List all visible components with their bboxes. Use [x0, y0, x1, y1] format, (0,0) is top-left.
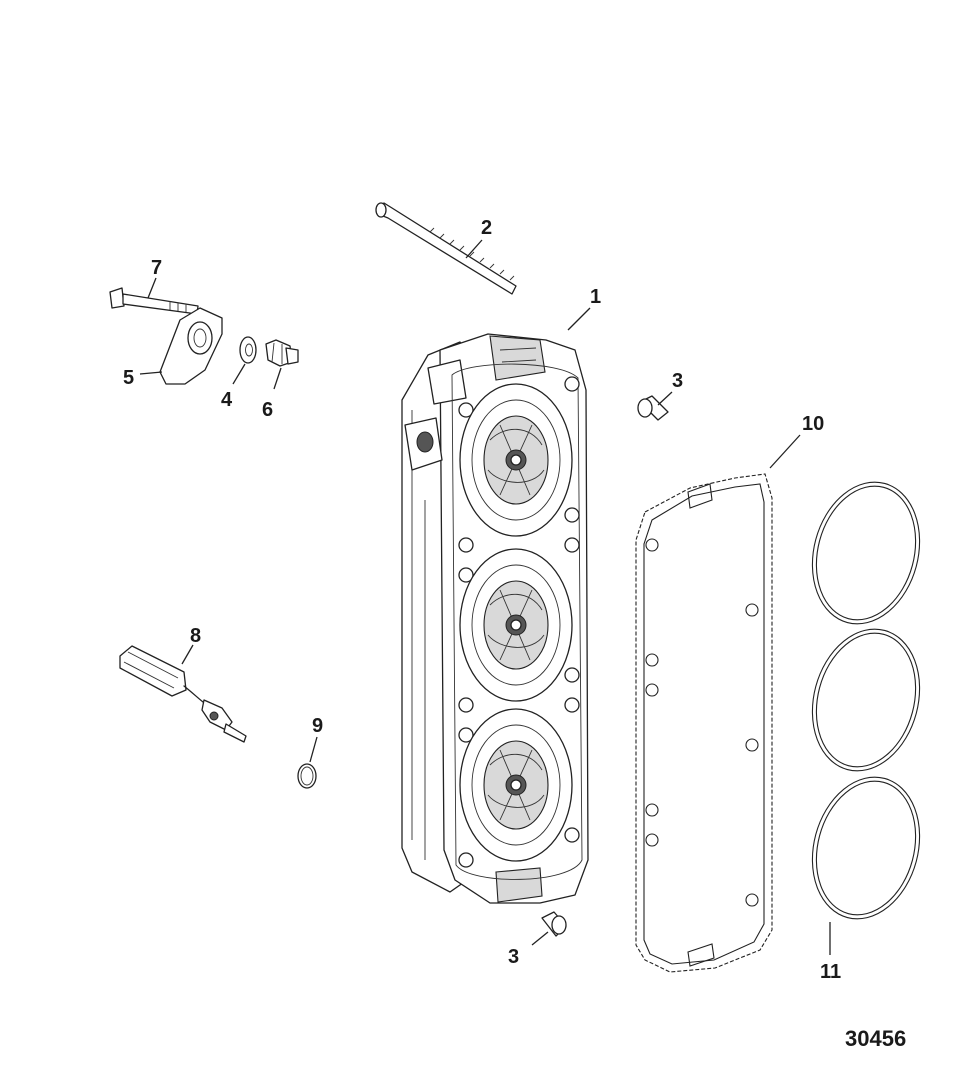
callout-3-upper: 3: [672, 370, 683, 392]
callout-5: 5: [123, 367, 134, 389]
part-5-bracket: [159, 307, 223, 385]
part-11-o-rings: [811, 481, 921, 920]
figure-number: 30456: [845, 1026, 906, 1051]
part-3-dowel-pin-upper: [637, 395, 669, 421]
part-7-bolt: [109, 287, 199, 315]
part-10-gasket: [635, 473, 773, 973]
callout-6: 6: [262, 399, 273, 421]
callout-10: 10: [802, 413, 824, 435]
callout-3-lower: 3: [508, 946, 519, 968]
part-8-sensor: [119, 645, 247, 743]
callout-9: 9: [312, 715, 323, 737]
part-2-long-bolt: [375, 202, 517, 295]
callout-labels: 1 2 3 3 4 5 6 7 8 9 10 11: [123, 217, 841, 983]
part-6-fitting: [265, 339, 299, 367]
part-9-o-ring: [297, 763, 317, 789]
callout-11: 11: [820, 961, 841, 983]
callout-1: 1: [590, 286, 601, 308]
callout-7: 7: [151, 257, 162, 279]
combustion-chamber-bottom: [459, 708, 573, 862]
part-3-dowel-pin-lower: [541, 911, 567, 937]
part-1-cylinder-head: [401, 333, 589, 904]
callout-2: 2: [481, 217, 492, 239]
part-4-washer: [239, 336, 257, 364]
combustion-chamber-top: [459, 383, 573, 537]
leader-lines: [139, 239, 831, 955]
combustion-chamber-middle: [459, 548, 573, 702]
callout-4: 4: [221, 389, 233, 411]
callout-8: 8: [190, 625, 201, 647]
